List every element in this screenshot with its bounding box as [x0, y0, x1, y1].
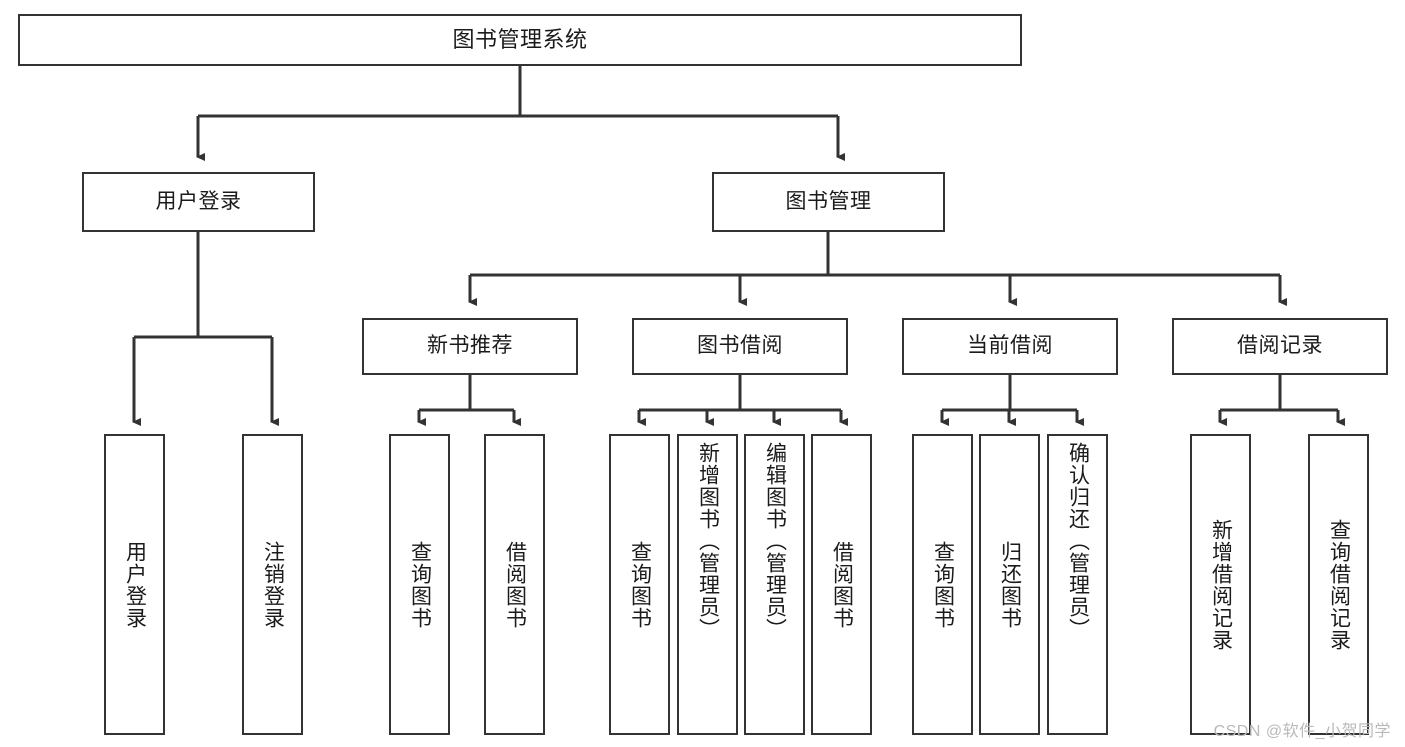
leaf-confirm-return-admin[interactable]: 确认归还（管理员） — [1047, 434, 1108, 735]
node-label: 查询图书 — [408, 540, 432, 629]
leaf-borrow-book[interactable]: 借阅图书 — [811, 434, 872, 735]
node-label: 新书推荐 — [427, 334, 513, 358]
leaf-return-book[interactable]: 归还图书 — [979, 434, 1040, 735]
node-label: 用户登录 — [155, 189, 242, 213]
node-label: 当前借阅 — [967, 334, 1053, 358]
node-label: 图书管理系统 — [452, 27, 588, 53]
node-label: 查询借阅记录 — [1327, 518, 1351, 651]
leaf-add-book-admin[interactable]: 新增图书（管理员） — [677, 434, 738, 735]
node-label: 图书借阅 — [697, 334, 783, 358]
node-new-book-recommend[interactable]: 新书推荐 — [362, 318, 578, 375]
leaf-borrow-book-recommend[interactable]: 借阅图书 — [484, 434, 545, 735]
node-label: 归还图书 — [998, 540, 1022, 629]
node-label: 注销登录 — [261, 540, 285, 629]
node-label: 新增图书（管理员） — [696, 442, 720, 640]
node-label: 用户登录 — [123, 540, 147, 629]
leaf-logout-login[interactable]: 注销登录 — [242, 434, 303, 735]
node-label: 借阅图书 — [830, 540, 854, 629]
leaf-user-login[interactable]: 用户登录 — [104, 434, 165, 735]
node-label: 编辑图书（管理员） — [763, 442, 787, 640]
leaf-query-borrow-record[interactable]: 查询借阅记录 — [1308, 434, 1369, 735]
node-user-login[interactable]: 用户登录 — [82, 172, 315, 232]
node-label: 借阅记录 — [1237, 334, 1323, 358]
node-label: 新增借阅记录 — [1209, 518, 1233, 651]
node-borrow-record[interactable]: 借阅记录 — [1172, 318, 1388, 375]
node-book-borrow[interactable]: 图书借阅 — [632, 318, 848, 375]
leaf-query-book-current[interactable]: 查询图书 — [912, 434, 973, 735]
node-label: 查询图书 — [931, 540, 955, 629]
node-book-management[interactable]: 图书管理 — [712, 172, 945, 232]
csdn-watermark: CSDN @软件_小贺同学 — [1213, 723, 1391, 740]
node-label: 确认归还（管理员） — [1066, 442, 1090, 640]
node-root-system[interactable]: 图书管理系统 — [18, 14, 1022, 66]
leaf-query-book-recommend[interactable]: 查询图书 — [389, 434, 450, 735]
node-label: 查询图书 — [628, 540, 652, 629]
node-label: 图书管理 — [785, 189, 872, 213]
node-current-borrow[interactable]: 当前借阅 — [902, 318, 1118, 375]
node-label: 借阅图书 — [503, 540, 527, 629]
leaf-edit-book-admin[interactable]: 编辑图书（管理员） — [744, 434, 805, 735]
leaf-add-borrow-record[interactable]: 新增借阅记录 — [1190, 434, 1251, 735]
leaf-query-book-borrow[interactable]: 查询图书 — [609, 434, 670, 735]
